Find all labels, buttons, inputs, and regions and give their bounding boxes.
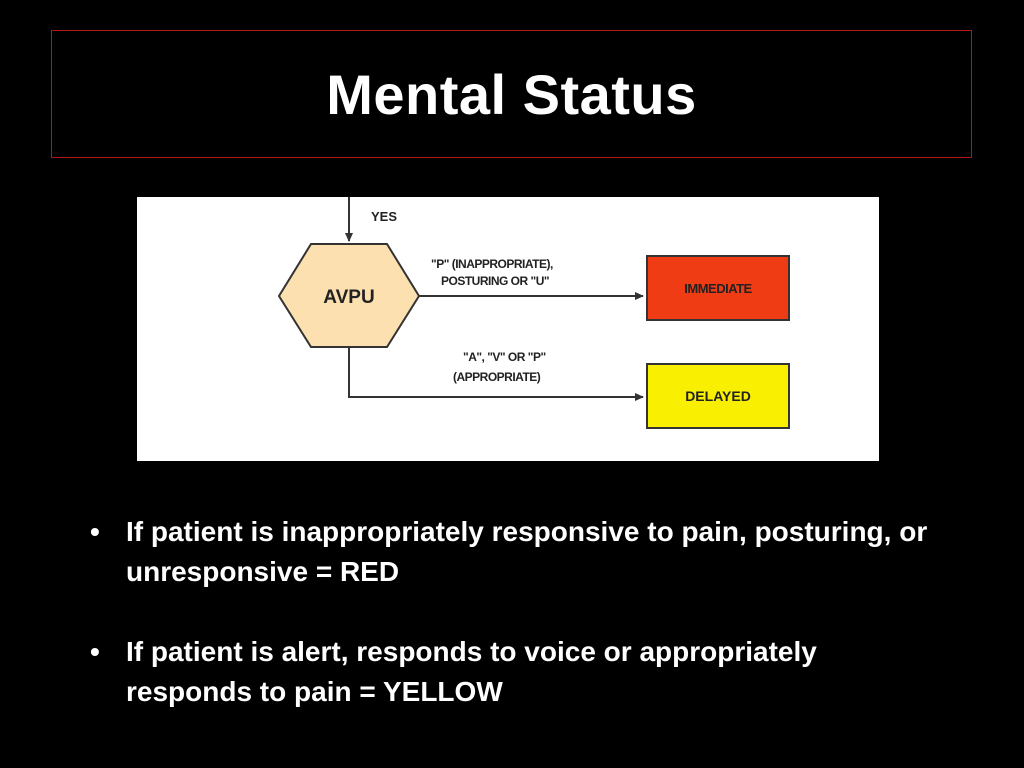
bullet-text-red: If patient is inappropriately responsive… [126, 516, 928, 587]
upper-branch-label-line1: "P" (INAPPROPRIATE), [431, 257, 553, 271]
title-box: Mental Status [51, 30, 972, 158]
lower-branch-arrow [348, 347, 644, 401]
bullet-text-yellow: If patient is alert, responds to voice o… [126, 636, 817, 707]
delayed-label: DELAYED [685, 388, 751, 404]
immediate-box [646, 255, 790, 321]
bullet-list: • If patient is inappropriately responsi… [84, 512, 944, 752]
lower-branch-label-line2: (APPROPRIATE) [453, 370, 541, 384]
bullet-dot: • [90, 516, 100, 547]
bullet-item-red: • If patient is inappropriately responsi… [84, 512, 944, 592]
avpu-label: AVPU [323, 287, 374, 308]
bullet-item-yellow: • If patient is alert, responds to voice… [84, 632, 944, 712]
immediate-label: IMMEDIATE [684, 281, 752, 296]
delayed-box [646, 363, 790, 429]
entry-label: YES [371, 209, 397, 224]
avpu-flowchart: YES AVPU "P" (INAPPROPRIATE), POSTURING … [137, 197, 879, 461]
slide-title: Mental Status [326, 62, 697, 126]
lower-branch-label-line1: "A", "V" OR "P" [463, 350, 546, 364]
bullet-dot: • [90, 636, 100, 667]
upper-branch-label-line2: POSTURING OR "U" [441, 274, 549, 288]
